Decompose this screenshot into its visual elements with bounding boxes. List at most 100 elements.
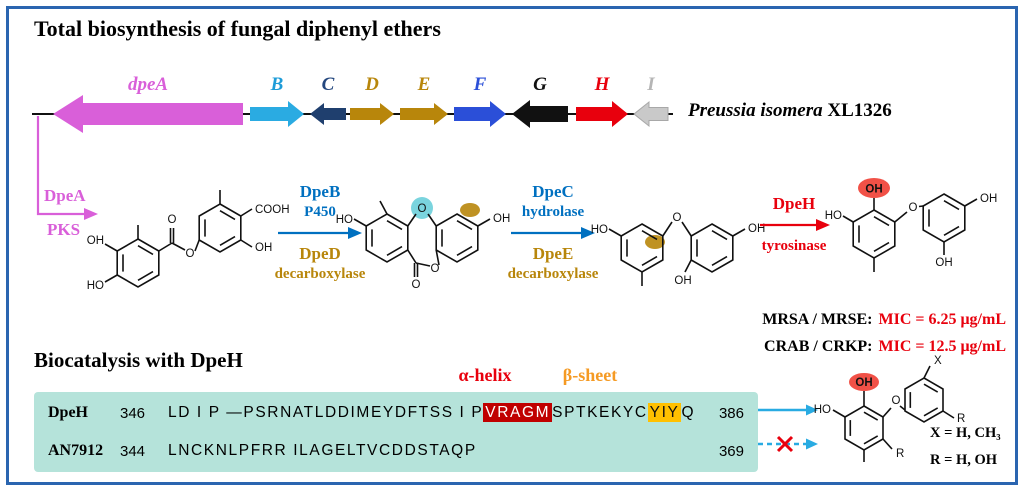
arrow-head [816,219,830,231]
enzyme-dpec-role: hydrolase [521,204,585,220]
gene-arrow-E [400,103,448,125]
antibacterial-activity: MRSA / MRSE:MIC = 6.25 μg/mL CRAB / CRKP… [640,306,1006,360]
atom-label-ho: HO [336,214,353,226]
atom-label-o: O [909,202,918,214]
inactive-arrow-head [806,438,818,450]
reaction-step-1: DpeB P450 DpeD decarboxylase [272,182,368,284]
atom-label-o: O [673,212,682,224]
alpha-helix-label: α-helix [458,365,512,385]
gene-arrow-dpeA [53,95,243,133]
atom-label-ho: HO [814,404,831,416]
mic-value-2: MIC = 12.5 μg/mL [878,338,1006,355]
atom-label-oh: OH [674,275,691,287]
benzene-ring [690,223,734,273]
gene-arrow-H [576,101,628,127]
substituent-x: X [934,355,942,367]
mic-line-1: MRSA / MRSE:MIC = 6.25 μg/mL [640,306,1006,333]
atom-label-cooh: COOH [255,204,290,216]
structure-diphenyl-ether: O HO OH OH [591,212,766,287]
atom-label-o: O [431,263,440,275]
beta-sheet-label: β-sheet [562,365,618,385]
atom-label-oh-highlighted: OH [855,377,872,389]
enzyme-dped-label: DpeD [299,244,341,263]
sequence-segment: LD I P —PSRNATLDDIMEYDFTSS I P [168,404,484,421]
bonds [104,190,253,283]
cyan-highlight [411,197,433,219]
gene-arrow-D [350,103,394,125]
gene-arrow-C [310,103,346,125]
sequence-row-an7912: AN7912 344 LNCKNLPFRR ILAGELTVCDDSTAQP 3… [48,438,744,464]
atom-label-ho: HO [87,280,104,292]
atom-label-o: O [168,214,177,226]
atom-label-ho: HO [825,210,842,222]
mic-strains-2: CRAB / CRKP: [764,338,873,355]
atom-label-oh: OH [87,235,104,247]
alpha-helix-motif: VRAGM [483,403,553,422]
gene-label-I: I [646,74,655,95]
red-oh-highlight [858,178,890,198]
gene-label-G: G [533,74,547,95]
sequence-segment: Q [681,404,696,421]
reaction-step-2: DpeC hydrolase DpeE decarboxylase [505,182,601,284]
atom-label-oh: OH [935,257,952,269]
reaction-step-3: DpeH tyrosinase [756,194,832,256]
gene-label-C: C [322,74,335,95]
gene-label-F: F [473,74,487,95]
active-arrow-head [806,404,818,416]
bonds [842,198,978,272]
gene-arrow-B [250,101,304,127]
reaction-arrow [760,219,830,231]
gene-label-H: H [594,74,611,95]
atom-label-oh-highlighted: OH [865,184,882,196]
benzene-ring [116,238,160,288]
gold-highlight [460,203,480,217]
beta-sheet-motif: YIY [647,403,682,422]
elbow-arrowhead [84,208,98,220]
benzene-ring [365,213,409,263]
legend-x-line: X = H, CH₃ [930,425,1001,441]
atom-label-o: O [186,248,195,260]
enzyme-dpec-label: DpeC [532,182,574,201]
sequence-start-number: 346 [120,404,146,422]
structure-depside: HO OH O O COOH OH [87,190,290,292]
atom-label-oh: OH [493,213,510,225]
gene-arrow-I [633,100,669,128]
elbow-line [36,116,84,216]
sequence-segment: LNCKNLPFRR ILAGELTVCDDSTAQP [168,442,477,459]
gene-label-dpeA: dpeA [128,74,168,95]
figure-title: Total biosynthesis of fungal diphenyl et… [34,16,441,41]
pks-enzyme-label: DpeA [44,186,86,205]
bonds [832,365,955,462]
sequence-segment: SPTKEKYC [552,404,648,421]
biocatalysis-outcome-arrows [758,404,818,453]
substituent-r: R [896,448,904,460]
bonds [353,200,491,277]
gene-cluster: dpeA B C D E F G H I [32,74,673,133]
sequence-name: DpeH [48,404,88,421]
arrow-head [348,227,362,239]
enzyme-dpeb-role: P450 [304,204,336,220]
structure-product: OH HO O OH OH [825,178,997,272]
gene-arrow-G [512,100,568,128]
substituent-r: R [957,413,965,425]
gene-label-B: B [270,74,284,95]
atom-label-o: O [892,395,901,407]
structure-generic-product: OH HO O X R R [814,355,965,462]
benzene-ring [435,213,479,263]
enzyme-dpee-role: decarboxylase [507,266,599,282]
sequence-start-number: 344 [120,442,146,460]
arrow-head [581,227,595,239]
substituent-legend: X = H, CH₃ R = H, OH [930,420,1001,474]
legend-r-line: R = H, OH [930,452,998,468]
bonds [608,221,746,286]
sequence-end-number: 369 [718,442,744,460]
gene-label-E: E [417,74,431,95]
enzyme-dpeh-label: DpeH [772,194,816,213]
mic-value-1: MIC = 6.25 μg/mL [878,311,1006,328]
reaction-arrow [278,227,362,239]
structure-depsidone: O HO OH O O [336,197,510,291]
atom-label-ho: HO [591,224,608,236]
